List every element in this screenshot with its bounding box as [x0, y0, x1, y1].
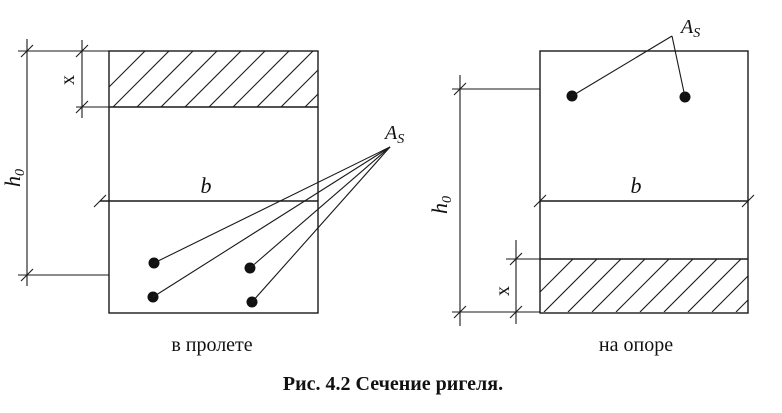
- left-b-label: b: [201, 173, 212, 198]
- right-section: h0 x b AS на опоре: [427, 16, 755, 356]
- right-b-label: b: [631, 173, 642, 198]
- left-x-label: x: [57, 75, 79, 85]
- left-caption: в пролете: [171, 334, 252, 356]
- right-compressed-zone-hatch: [540, 259, 748, 312]
- left-as-label: AS: [383, 122, 404, 147]
- right-as-label: AS: [679, 16, 700, 41]
- right-as-leaders: [571, 35, 686, 98]
- right-h0-dimension: [452, 75, 540, 326]
- right-x-dimension: [506, 240, 540, 324]
- left-h0-label: h0: [0, 169, 28, 187]
- left-x-dimension: [75, 40, 109, 118]
- left-section: h0 x b AS в пролете: [0, 39, 404, 356]
- left-as-leaders: [152, 146, 391, 303]
- right-h0-label: h0: [427, 196, 455, 214]
- right-section-outline: [539, 50, 749, 314]
- left-section-outline: [108, 50, 319, 314]
- left-compressed-zone-hatch: [109, 51, 318, 107]
- right-x-label: x: [492, 286, 514, 296]
- figure-caption: Рис. 4.2 Сечение ригеля.: [283, 373, 503, 395]
- right-caption: на опоре: [599, 334, 673, 356]
- left-h0-dimension: [18, 39, 109, 286]
